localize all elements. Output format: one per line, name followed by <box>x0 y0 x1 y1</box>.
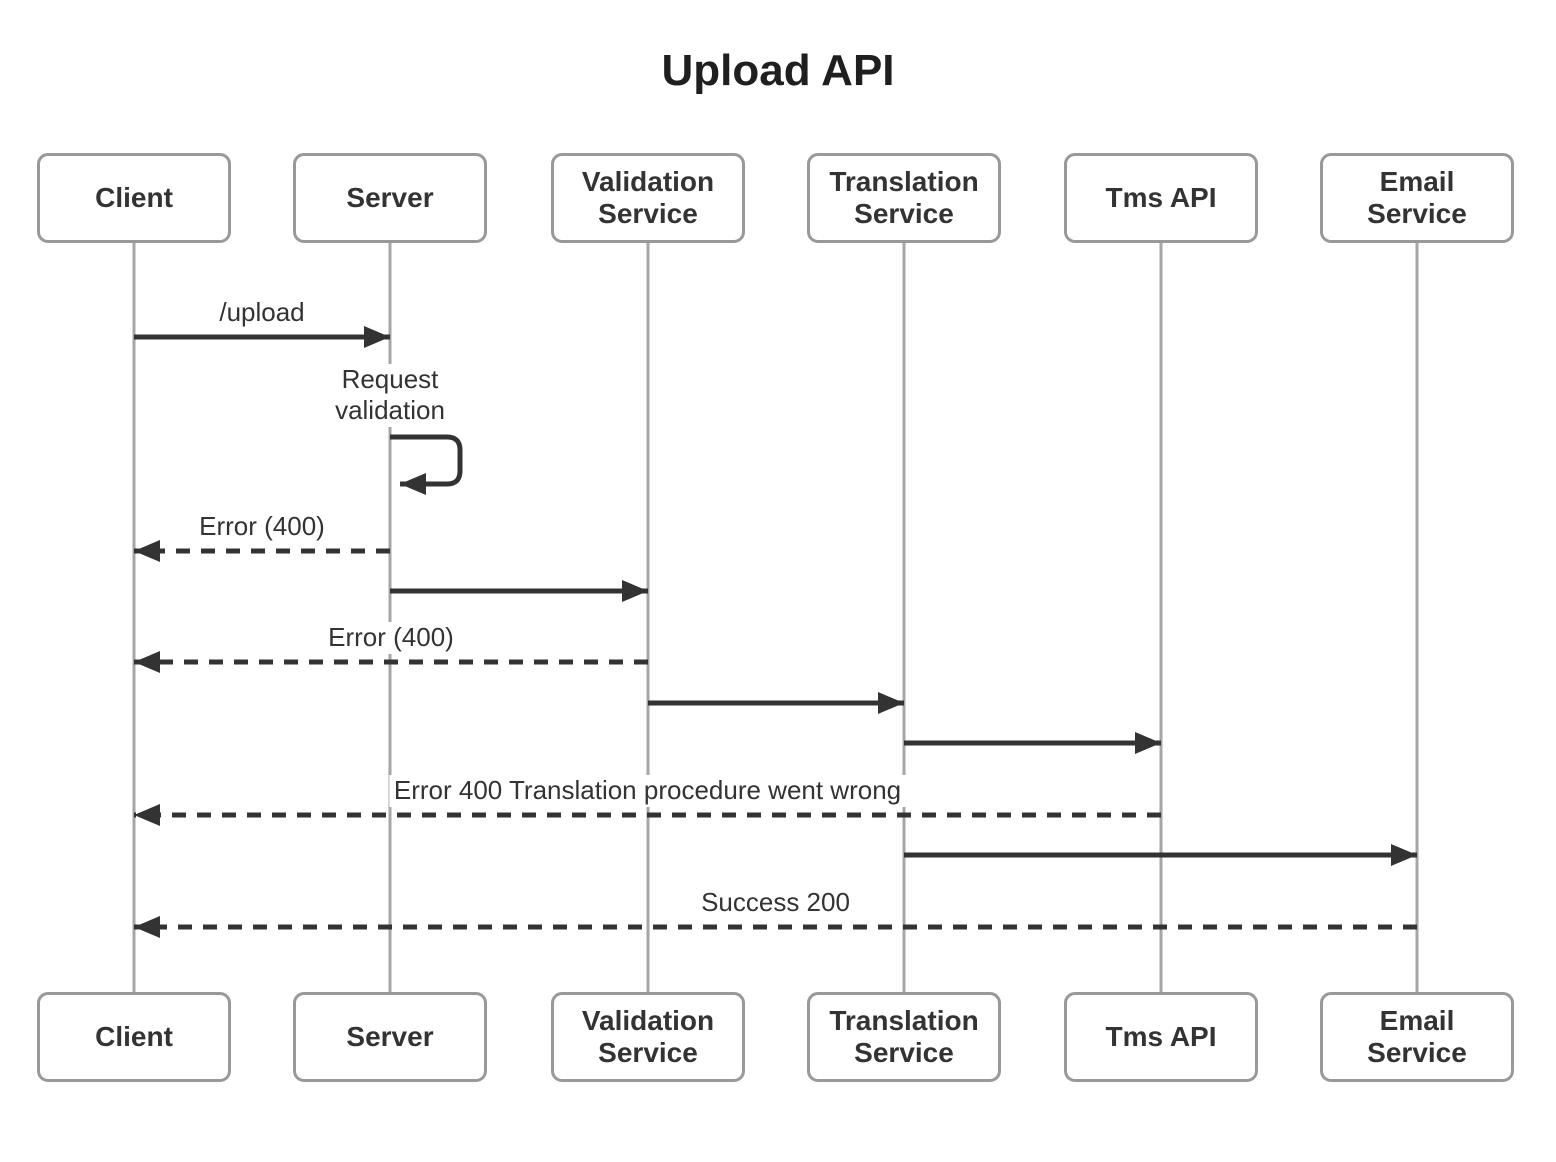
participant-validation-service-bottom: Validation Service <box>551 992 745 1082</box>
participant-client-top: Client <box>37 153 231 243</box>
participant-validation-service-top: Validation Service <box>551 153 745 243</box>
message-label-0: /upload <box>214 297 310 329</box>
message-label-1: Request validation <box>330 363 450 427</box>
participant-translation-service-top: Translation Service <box>807 153 1001 243</box>
message-label-9: Success 200 <box>696 887 855 919</box>
participant-client-bottom: Client <box>37 992 231 1082</box>
participant-email-service-bottom: Email Service <box>1320 992 1514 1082</box>
message-arrow-1 <box>390 434 463 495</box>
participant-tms-api-bottom: Tms API <box>1064 992 1258 1082</box>
diagram-title: Upload API <box>661 46 895 95</box>
message-label-4: Error (400) <box>323 622 459 654</box>
participant-translation-service-bottom: Translation Service <box>807 992 1001 1082</box>
participant-server-bottom: Server <box>293 992 487 1082</box>
participant-tms-api-top: Tms API <box>1064 153 1258 243</box>
message-label-7: Error 400 Translation procedure went wro… <box>388 775 907 807</box>
participant-server-top: Server <box>293 153 487 243</box>
participant-email-service-top: Email Service <box>1320 153 1514 243</box>
message-label-2: Error (400) <box>194 511 330 543</box>
